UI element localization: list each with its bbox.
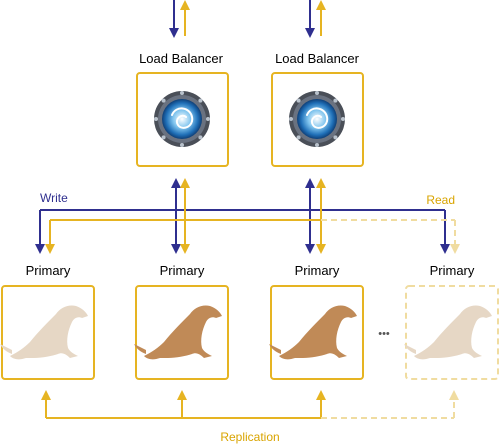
load-balancer-label-1: Load Balancer	[139, 51, 224, 66]
load-balancer-label-2: Load Balancer	[275, 51, 360, 66]
load-balancer-box-1	[136, 72, 229, 167]
lb2-bottom-arrows	[305, 178, 326, 205]
read-bus	[45, 205, 460, 254]
write-bus	[35, 190, 450, 254]
portal-icon	[153, 90, 211, 148]
primary-label-1: Primary	[26, 263, 71, 278]
primary-box-4	[404, 285, 499, 380]
primary-label-3: Primary	[295, 263, 340, 278]
lb2-top-arrows	[305, 0, 326, 38]
read-label: Read	[426, 193, 455, 207]
primary-label-4: Primary	[430, 263, 475, 278]
primary-box-2	[134, 285, 229, 380]
primary-box-3	[269, 285, 364, 380]
load-balancer-box-2	[271, 72, 364, 167]
primary-label-2: Primary	[160, 263, 205, 278]
write-label: Write	[40, 191, 68, 205]
portal-icon	[288, 90, 346, 148]
lb1-bottom-arrows	[171, 178, 190, 205]
replication-bus	[41, 390, 459, 419]
primary-box-1	[0, 285, 95, 380]
replication-label: Replication	[220, 430, 279, 444]
lb1-top-arrows	[169, 0, 190, 38]
more-nodes-ellipsis: •••	[378, 328, 390, 340]
